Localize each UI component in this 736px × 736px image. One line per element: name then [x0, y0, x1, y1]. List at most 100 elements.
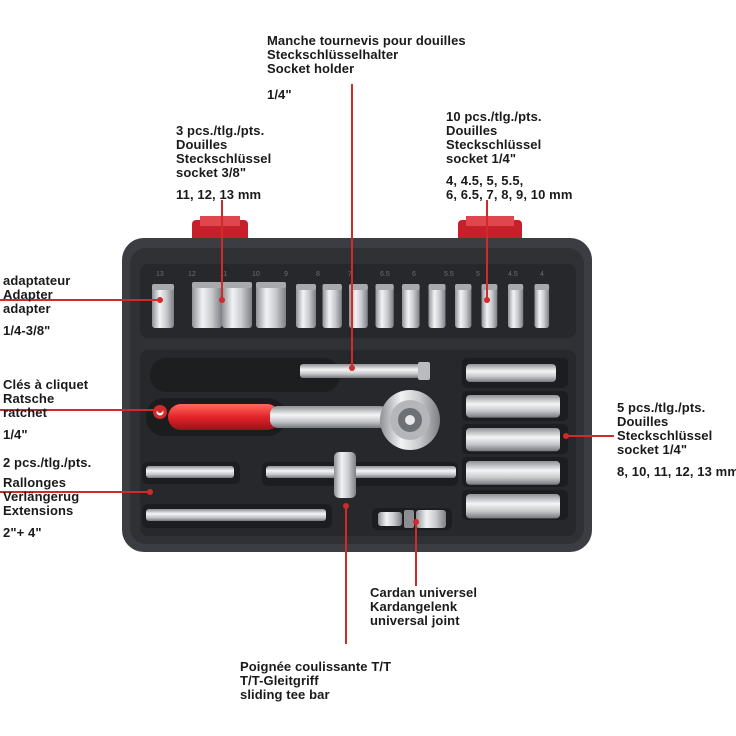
socket: [322, 284, 342, 328]
socket: [375, 284, 394, 328]
callout-universal-joint: Cardan universel Kardangelenk universal …: [370, 586, 477, 628]
universal-joint: [372, 508, 452, 530]
size-marking: 13: [156, 271, 164, 278]
socket-rim: [455, 284, 472, 290]
socket: [256, 282, 286, 328]
socket-rim: [222, 282, 252, 288]
callout-line: socket 1/4": [617, 442, 688, 457]
callout-line: Steckschlüssel: [176, 151, 272, 166]
socket-rim: [349, 284, 368, 290]
socket: [508, 284, 524, 328]
callout-sockets-3-8: 3 pcs./tlg./pts. Douilles Steckschlüssel…: [176, 124, 271, 202]
callout-line: socket 1/4": [446, 151, 517, 166]
leader-lines: [0, 84, 614, 644]
callout-line: universal joint: [370, 613, 460, 628]
deep-socket: [466, 428, 560, 452]
callout-line: Adapter: [3, 287, 53, 302]
callout-extensions: 2 pcs./tlg./pts. Rallonges Verlängerug E…: [3, 456, 91, 540]
callout-spec: 1/4-3/8": [3, 323, 51, 338]
callout-line: Verlängerug: [3, 489, 80, 504]
socket-rim: [322, 284, 342, 290]
socket-rim: [428, 284, 446, 290]
callout-spec: 11, 12, 13 mm: [176, 187, 262, 202]
size-marking: 4.5: [508, 271, 518, 278]
socket: [455, 284, 472, 328]
callout-line: Douilles: [446, 123, 498, 138]
socket: [222, 282, 252, 328]
callout-line: Rallonges: [3, 475, 67, 490]
size-marking: 6: [412, 271, 416, 278]
size-marking: 9: [284, 271, 288, 278]
callout-line: Ratsche: [3, 391, 55, 406]
socket-rim: [481, 284, 498, 290]
socket: [481, 284, 498, 328]
socket-rim: [152, 284, 174, 290]
callout-line: ratchet: [3, 405, 48, 420]
callout-line: 10 pcs./tlg./pts.: [446, 109, 542, 124]
socket-rim: [402, 284, 420, 290]
callout-line: Manche tournevis pour douilles: [267, 33, 466, 48]
callout-spec: 4, 4.5, 5, 5.5,: [446, 173, 524, 188]
socket-row-deep: [462, 358, 568, 520]
sliding-tee-bar: [262, 452, 458, 498]
socket-holder: [150, 358, 430, 392]
socket: [192, 282, 222, 328]
extension-short: [142, 462, 240, 484]
size-marking: 12: [188, 271, 196, 278]
deep-socket: [466, 461, 560, 485]
callout-line: adaptateur: [3, 273, 71, 288]
socket-rim: [375, 284, 394, 290]
size-marking: 8: [316, 271, 320, 278]
callout-line: Extensions: [3, 503, 74, 518]
callout-line: Steckschlüssel: [446, 137, 542, 152]
callout-line: Kardangelenk: [370, 599, 458, 614]
callout-sockets-1-4-short: 10 pcs./tlg./pts. Douilles Steckschlüsse…: [446, 110, 573, 202]
callout-sockets-1-4-deep: 5 pcs./tlg./pts. Douilles Steckschlüssel…: [617, 401, 736, 479]
socket-row-top: [152, 282, 550, 328]
callout-line: Socket holder: [267, 61, 355, 76]
socket: [428, 284, 446, 328]
ratchet: [146, 390, 440, 450]
deep-socket: [466, 364, 556, 382]
deep-socket: [466, 395, 560, 418]
size-marking: 5: [476, 271, 480, 278]
callout-line: T/T-Gleitgriff: [240, 673, 319, 688]
callout-ratchet: Clés à cliquet Ratsche ratchet 1/4": [3, 378, 88, 442]
callout-line: Steckschlüssel: [617, 428, 713, 443]
socket-rim: [256, 282, 286, 288]
callout-sliding-tee-bar: Poignée coulissante T/T T/T-Gleitgriff s…: [240, 660, 391, 702]
callout-line: Douilles: [176, 137, 228, 152]
callout-line: sliding tee bar: [240, 687, 330, 702]
callout-spec: 1/4": [3, 427, 28, 442]
callout-spec: 2"+ 4": [3, 525, 42, 540]
socket: [534, 284, 550, 328]
callout-socket-holder: Manche tournevis pour douilles Steckschl…: [267, 34, 466, 102]
callout-line: Cardan universel: [370, 585, 478, 600]
extension-long: [142, 504, 332, 528]
size-marking: 11: [220, 271, 227, 278]
socket: [402, 284, 420, 328]
callout-line: Clés à cliquet: [3, 377, 89, 392]
size-marking: 5.5: [444, 271, 454, 278]
callout-line: 3 pcs./tlg./pts.: [176, 123, 265, 138]
callout-spec: 6, 6.5, 7, 8, 9, 10 mm: [446, 187, 573, 202]
deep-socket: [466, 494, 560, 519]
size-marking: 7: [348, 271, 352, 278]
leader-dots: [147, 297, 569, 525]
size-marking: 10: [252, 271, 260, 278]
callout-line: 5 pcs./tlg./pts.: [617, 400, 706, 415]
callout-line: Poignée coulissante T/T: [240, 659, 392, 674]
callout-line: Steckschlüsselhalter: [267, 47, 399, 62]
socket-rim: [534, 284, 550, 290]
callout-line: adapter: [3, 301, 51, 316]
callout-line: 2 pcs./tlg./pts.: [3, 455, 92, 470]
callout-line: socket 3/8": [176, 165, 247, 180]
socket-rim: [192, 282, 222, 288]
socket-rim: [508, 284, 524, 290]
callout-spec: 1/4": [267, 87, 292, 102]
socket: [296, 284, 316, 328]
callout-line: Douilles: [617, 414, 669, 429]
socket-rim: [296, 284, 316, 290]
